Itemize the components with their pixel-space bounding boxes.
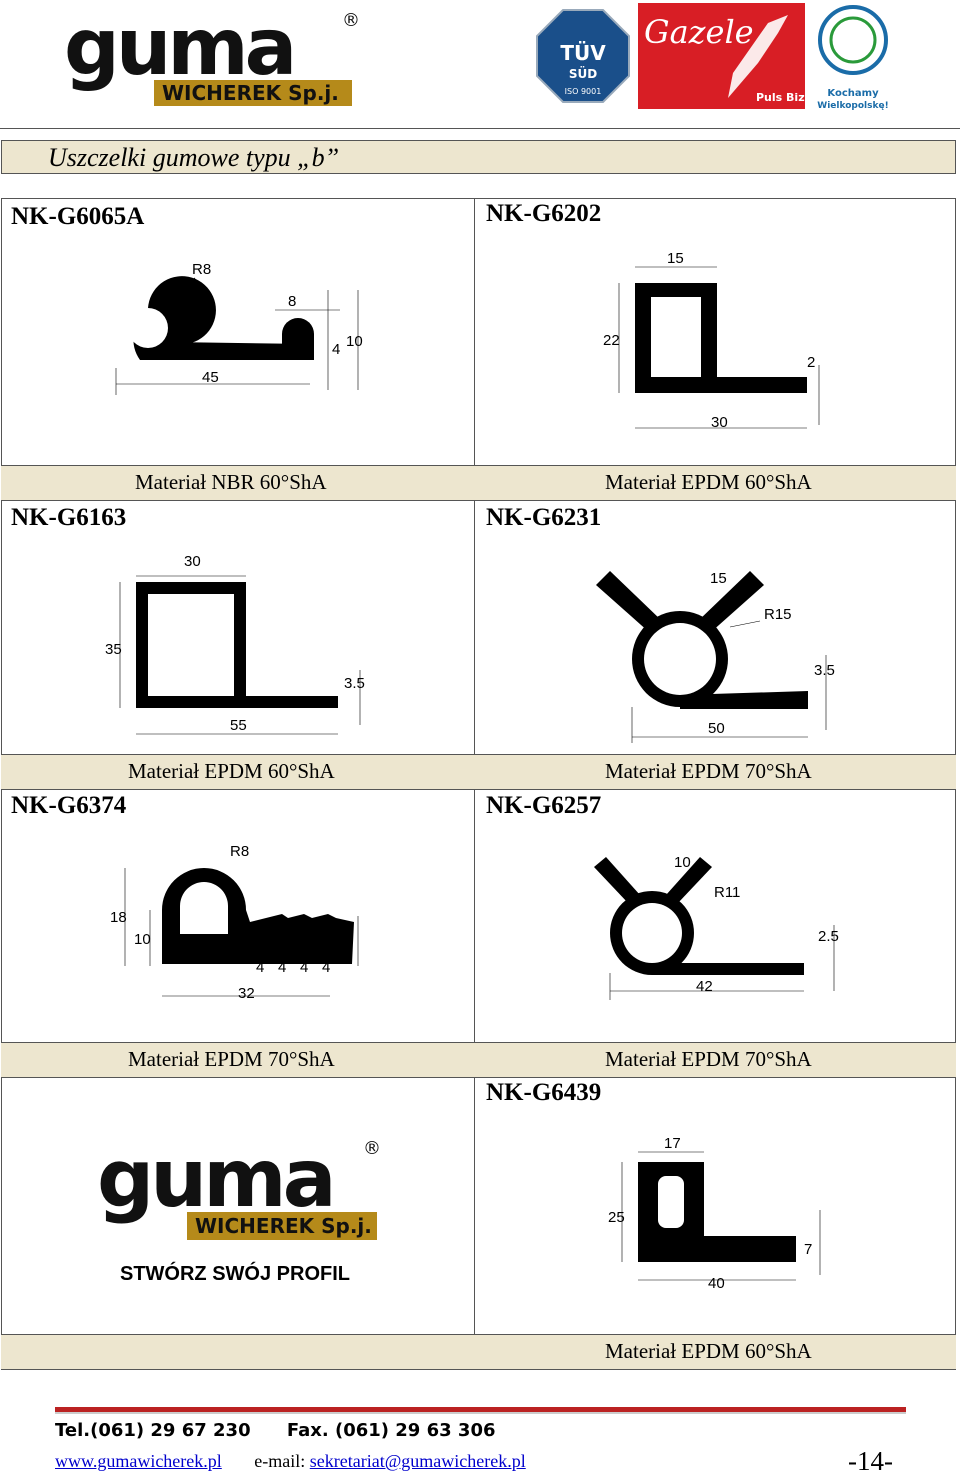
dim-label: 32 <box>238 985 255 1002</box>
profile-drawing-g6439: 17 25 7 40 <box>608 1135 821 1292</box>
dim-label: 22 <box>603 332 620 349</box>
product-code: NK-G6163 <box>11 504 127 531</box>
dim-label: 40 <box>708 1275 725 1292</box>
dim-label: R11 <box>714 884 740 901</box>
dim-label: 15 <box>667 250 684 267</box>
profile-drawing-g6065a: R8 8 45 4 10 <box>115 261 363 395</box>
material-row-2: Materiał EPDM 60°ShA Materiał EPDM 70°Sh… <box>1 754 956 790</box>
email-link[interactable]: sekretariat@gumawicherek.pl <box>309 1451 526 1471</box>
material-label: Materiał EPDM 70°ShA <box>605 1047 812 1071</box>
dim-label: R8 <box>192 261 211 278</box>
product-code: NK-G6065A <box>11 203 145 230</box>
profile-drawing-g6231: 15 R15 3.5 50 <box>596 570 835 743</box>
dim-label: 4 <box>300 959 308 976</box>
dim-label: 17 <box>664 1135 681 1152</box>
svg-text:Kochamy: Kochamy <box>827 88 879 99</box>
dim-label: 55 <box>230 717 247 734</box>
material-row-4: Materiał EPDM 60°ShA <box>1 1334 956 1370</box>
fax-number: Fax. (061) 29 63 306 <box>286 1420 496 1441</box>
dim-label: 2 <box>807 354 815 371</box>
svg-text:®: ® <box>342 10 360 31</box>
dim-label: R8 <box>230 843 249 860</box>
dim-label: 3.5 <box>814 662 835 679</box>
svg-text:WICHEREK Sp.j.: WICHEREK Sp.j. <box>162 81 339 105</box>
company-logo: guma ® WICHEREK Sp.j. <box>97 1136 381 1240</box>
company-logo: guma ® WICHEREK Sp.j. <box>64 8 360 106</box>
dim-label: 4 <box>322 959 330 976</box>
wielkopolska-jakosc-badge: Kochamy Wielkopolskę! <box>817 5 889 110</box>
material-label: Materiał EPDM 60°ShA <box>605 1339 812 1363</box>
section-title: Uszczelki gumowe typu „b” <box>48 143 340 172</box>
material-label: Materiał NBR 60°ShA <box>135 470 327 494</box>
product-code: NK-G6374 <box>11 792 127 819</box>
svg-text:SÜD: SÜD <box>569 66 597 81</box>
material-row-3: Materiał EPDM 70°ShA Materiał EPDM 70°Sh… <box>1 1042 956 1078</box>
dim-label: 10 <box>134 931 151 948</box>
profile-drawing-g6374: R8 18 10 9 4 4 4 4 32 <box>110 843 359 1002</box>
dim-label: 10 <box>346 333 363 350</box>
dim-label: 15 <box>710 570 727 587</box>
svg-text:Puls Biznesu: Puls Biznesu <box>756 91 805 104</box>
tuv-certificate-badge: TÜV SÜD ISO 9001 <box>536 9 630 103</box>
dim-label: 30 <box>184 553 201 570</box>
gazele-biznesu-badge: Gazele Puls Biznesu <box>638 3 805 109</box>
website-link[interactable]: www.gumawicherek.pl <box>55 1451 222 1471</box>
dim-label: 45 <box>202 369 219 386</box>
svg-text:ISO 9001: ISO 9001 <box>565 87 602 96</box>
svg-text:®: ® <box>363 1138 381 1159</box>
dim-label: 9 <box>344 931 352 948</box>
dim-label: 10 <box>674 854 691 871</box>
svg-text:Wielkopolskę!: Wielkopolskę! <box>817 101 888 110</box>
dim-label: 2.5 <box>818 928 839 945</box>
material-label: Materiał EPDM 70°ShA <box>605 759 812 783</box>
dim-label: R15 <box>764 606 792 623</box>
email-label: e-mail: <box>254 1451 306 1471</box>
footer-divider <box>55 1407 906 1414</box>
svg-text:guma: guma <box>97 1136 333 1225</box>
footer-contact: Tel.(061) 29 67 230 Fax. (061) 29 63 306 <box>55 1420 496 1441</box>
product-code: NK-G6202 <box>486 200 602 227</box>
dim-label: 3.5 <box>344 675 365 692</box>
dim-label: 30 <box>711 414 728 431</box>
dim-label: 7 <box>804 1241 812 1258</box>
dim-label: 35 <box>105 641 122 658</box>
dim-label: 4 <box>332 341 340 358</box>
svg-text:Gazele: Gazele <box>644 13 754 51</box>
material-row-1: Materiał NBR 60°ShA Materiał EPDM 60°ShA <box>1 465 956 501</box>
profile-drawing-g6257: 10 R11 2.5 42 <box>594 854 839 1000</box>
section-title-bar: Uszczelki gumowe typu „b” <box>1 140 956 174</box>
page-number: -14- <box>848 1446 893 1476</box>
header-divider <box>0 128 960 129</box>
phone-number: Tel.(061) 29 67 230 <box>55 1420 251 1441</box>
footer-web: www.gumawicherek.pl e-mail: sekretariat@… <box>55 1451 526 1472</box>
profile-drawing-g6163: 30 35 3.5 55 <box>105 553 365 735</box>
profile-drawing-g6202: 15 22 2 30 <box>603 250 820 431</box>
product-code: NK-G6439 <box>486 1079 602 1106</box>
dim-label: 42 <box>696 978 713 995</box>
svg-text:guma: guma <box>64 8 293 93</box>
svg-text:WICHEREK Sp.j.: WICHEREK Sp.j. <box>195 1214 372 1238</box>
material-label: Materiał EPDM 60°ShA <box>128 759 335 783</box>
dim-label: 8 <box>288 293 296 310</box>
svg-text:TÜV: TÜV <box>560 41 606 65</box>
product-code: NK-G6231 <box>486 504 602 531</box>
material-label: Materiał EPDM 70°ShA <box>128 1047 335 1071</box>
dim-label: 50 <box>708 720 725 737</box>
dim-label: 4 <box>256 959 264 976</box>
custom-profile-slogan: STWÓRZ SWÓJ PROFIL <box>120 1263 350 1285</box>
dim-label: 18 <box>110 909 127 926</box>
dim-label: 4 <box>278 959 286 976</box>
material-label: Materiał EPDM 60°ShA <box>605 470 812 494</box>
dim-label: 25 <box>608 1209 625 1226</box>
product-code: NK-G6257 <box>486 792 602 819</box>
